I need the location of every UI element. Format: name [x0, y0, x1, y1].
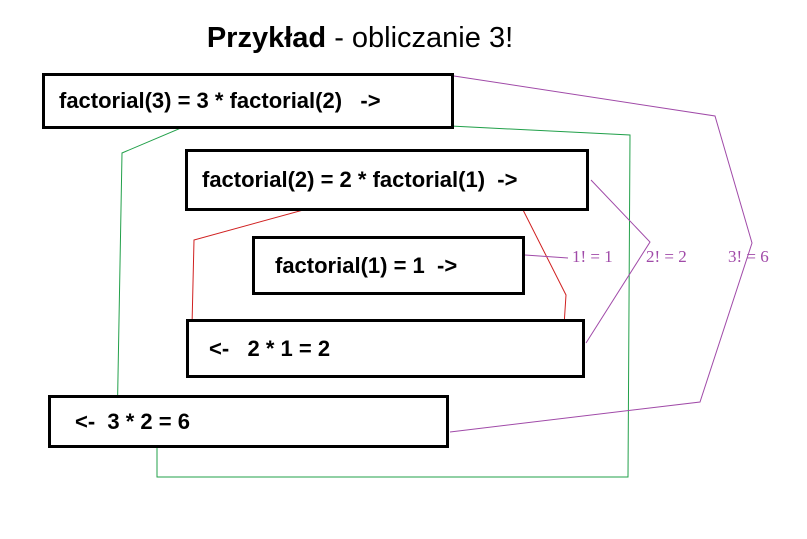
result-label-1: 1! = 1: [572, 247, 613, 266]
result-label-2: 2! = 2: [646, 247, 687, 266]
purple-line-3: [449, 75, 753, 433]
diagram-title: Przykład - obliczanie 3!: [0, 22, 720, 55]
step-return-2: <- 2 * 1 = 2: [186, 319, 585, 378]
step-factorial-3: factorial(3) = 3 * factorial(2) ->: [42, 73, 454, 129]
step-return-6: <- 3 * 2 = 6: [48, 395, 449, 448]
green-connector-call: [156, 121, 631, 478]
purple-line-2: [585, 179, 651, 344]
purple-line-1: [524, 254, 569, 259]
result-label-3: 3! = 6: [728, 247, 769, 266]
title-rest: - obliczanie 3!: [326, 22, 514, 54]
step-factorial-1: factorial(1) = 1 ->: [252, 236, 525, 295]
title-bold: Przykład: [206, 22, 327, 54]
step-factorial-2: factorial(2) = 2 * factorial(1) ->: [185, 149, 589, 211]
